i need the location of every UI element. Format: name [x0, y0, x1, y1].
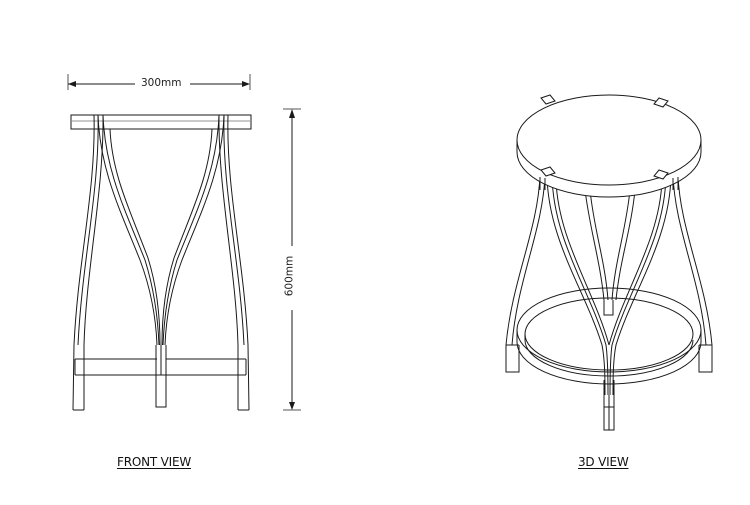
3d-view — [505, 94, 713, 431]
front-view-caption: FRONT VIEW — [117, 455, 192, 469]
width-dimension — [67, 74, 251, 90]
3d-center-foot — [603, 380, 615, 431]
height-dimension-label: 600mm — [283, 252, 296, 300]
front-view — [67, 74, 301, 411]
3d-foot-ring — [516, 287, 702, 385]
3d-leg-outer-left — [505, 174, 546, 373]
3d-view-caption: 3D VIEW — [578, 455, 629, 469]
leg-inner-left — [97, 114, 161, 346]
3d-leg-outer-right — [672, 174, 713, 373]
3d-leg-inner-left — [546, 174, 610, 396]
height-dimension — [283, 108, 301, 411]
foot-rail — [74, 358, 247, 376]
3d-back-legs — [584, 189, 636, 316]
leg-outer-right — [218, 114, 250, 411]
leg-center-foot — [155, 345, 167, 408]
leg-inner-right — [161, 114, 225, 346]
width-dimension-label: 300mm — [138, 77, 185, 89]
seat-top — [70, 114, 252, 130]
3d-seat — [516, 94, 702, 198]
leg-outer-left — [72, 114, 104, 411]
3d-leg-inner-right — [608, 174, 672, 396]
